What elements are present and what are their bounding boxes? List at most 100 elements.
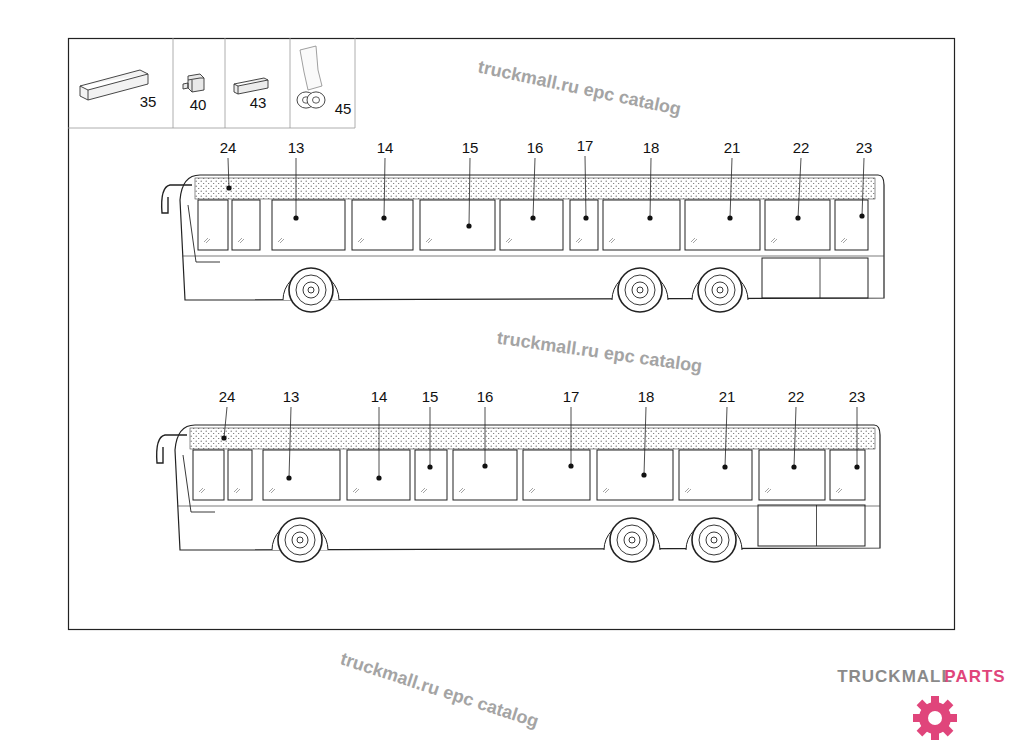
strip-icon: [80, 70, 148, 100]
leader-line: [585, 156, 586, 218]
tape-core: [313, 97, 320, 103]
bus-body: [180, 175, 884, 300]
leader-line: [485, 407, 486, 466]
callout-number: 23: [849, 389, 866, 404]
callout-number: 16: [527, 140, 544, 155]
glass-mark: [204, 238, 210, 243]
window-pane: [232, 200, 260, 250]
wheel: [618, 268, 662, 312]
wheel: [706, 532, 722, 548]
window-pane: [272, 200, 345, 250]
logo-text: TRUCKMALL: [837, 668, 953, 685]
glass-mark: [771, 238, 777, 243]
wheel: [617, 525, 647, 555]
glass-mark: [685, 488, 691, 493]
wheel: [285, 525, 315, 555]
leader-dot: [482, 463, 487, 468]
window-pane: [830, 450, 865, 500]
watermark: truckmall.ru epc catalog: [496, 329, 704, 376]
glass-mark: [278, 238, 284, 243]
callout-number: 21: [724, 140, 741, 155]
leader-line: [224, 407, 227, 438]
callout-number: 24: [220, 140, 237, 155]
wheel: [632, 282, 648, 298]
rear-hatch: [762, 258, 868, 298]
glass-mark: [426, 238, 432, 243]
wheel: [297, 537, 303, 543]
window-pane: [415, 450, 447, 500]
callout-number: 15: [462, 140, 479, 155]
glass-mark: [765, 488, 771, 493]
wheel: [705, 275, 735, 305]
leader-line: [644, 407, 646, 475]
leader-dot: [376, 475, 381, 480]
leader-line: [289, 407, 291, 478]
leader-line: [571, 407, 572, 466]
frame-border: [69, 39, 955, 630]
leader-line: [794, 407, 796, 467]
roof-band: [190, 428, 875, 449]
leader-line: [228, 158, 229, 188]
inset-divider: [173, 38, 174, 128]
gear-hole: [928, 711, 942, 725]
wheel: [712, 282, 728, 298]
window-pane: [835, 200, 868, 250]
logo-text: PARTS: [944, 668, 1005, 685]
leader-line: [857, 407, 858, 467]
inset-divider: [355, 38, 356, 128]
callout-number: 14: [371, 389, 388, 404]
leader-line: [650, 158, 651, 218]
window-pane: [500, 200, 563, 250]
glass-mark: [199, 488, 205, 493]
callout-number: 16: [477, 389, 494, 404]
windshield: [183, 455, 215, 512]
leader-dot: [859, 213, 864, 218]
block-icon: [234, 78, 268, 94]
callout-number: 18: [638, 389, 655, 404]
window-pane: [759, 450, 825, 500]
callout-number: 21: [719, 389, 736, 404]
wheel: [296, 275, 326, 305]
belt-line: [177, 506, 880, 507]
leader-line: [469, 158, 470, 226]
callout-number: 13: [283, 389, 300, 404]
window-pane: [597, 450, 673, 500]
bus-side-view: [157, 425, 880, 562]
leader-dot: [293, 215, 298, 220]
glass-mark: [841, 238, 847, 243]
callout-number: 13: [288, 140, 305, 155]
rear-hatch-split: [816, 505, 817, 546]
leader-dot: [727, 215, 732, 220]
callout-number: 43: [250, 95, 267, 110]
wheel: [717, 287, 723, 293]
frame: [68, 38, 955, 630]
window-pane: [570, 200, 598, 250]
wheel: [637, 287, 643, 293]
leader-dot: [381, 215, 386, 220]
rear-hatch-split: [820, 258, 821, 298]
callout-number: 23: [856, 140, 873, 155]
callout-number: 40: [190, 97, 207, 112]
glass-mark: [234, 488, 240, 493]
callout-number: 22: [788, 389, 805, 404]
leader-line: [430, 407, 431, 467]
leader-dot: [854, 464, 859, 469]
glass-mark: [269, 488, 275, 493]
leader-dot: [530, 215, 535, 220]
window-pane: [420, 200, 495, 250]
callout-number: 18: [643, 140, 660, 155]
glass-mark: [238, 238, 244, 243]
glass-mark: [353, 488, 359, 493]
leader-dot: [226, 185, 231, 190]
glass-mark: [506, 238, 512, 243]
callout-number: 17: [563, 389, 580, 404]
clip-icon: [183, 74, 204, 92]
windshield: [188, 205, 220, 262]
tape-roll: [307, 92, 325, 108]
glass-mark: [459, 488, 465, 493]
wheel: [289, 268, 333, 312]
callout-number: 35: [140, 94, 157, 109]
callout-number: 45: [335, 101, 352, 116]
callout-number: 17: [577, 138, 594, 153]
